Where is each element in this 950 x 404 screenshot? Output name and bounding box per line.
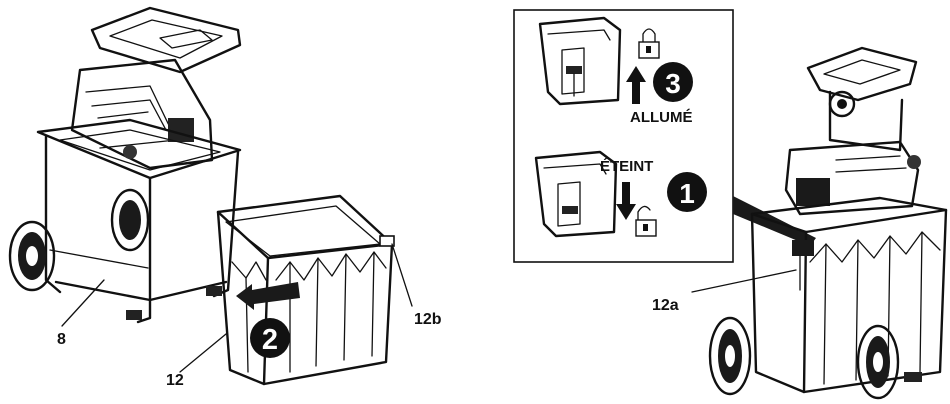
- callout-12a: 12a: [652, 297, 679, 314]
- lock-closed-icon: [638, 28, 660, 59]
- callout-12b: 12b: [414, 311, 442, 328]
- lock-inset-panel: 3 ALLUMÉ ÉTEINT 1: [513, 9, 734, 263]
- callout-8: 8: [57, 331, 66, 348]
- arrow-up-icon: [626, 66, 646, 104]
- step-3-number: 3: [665, 68, 681, 99]
- shredder-right: [708, 46, 948, 400]
- shredder-left: [8, 6, 242, 324]
- arrow-down-icon: [616, 182, 636, 220]
- grill-vent: [168, 118, 194, 142]
- step-2-number: 2: [262, 324, 278, 356]
- lock-open-icon: [635, 205, 657, 237]
- step-3-badge: [653, 62, 693, 102]
- callout-12: 12: [166, 372, 184, 389]
- step-1-number: 1: [679, 178, 695, 209]
- collection-bin: [216, 194, 395, 386]
- on-label: ALLUMÉ: [630, 109, 693, 126]
- step-1-badge: [667, 172, 707, 212]
- arrow-right-icon: [236, 282, 300, 310]
- step-2-badge: [250, 318, 290, 358]
- off-label: ÉTEINT: [600, 158, 653, 175]
